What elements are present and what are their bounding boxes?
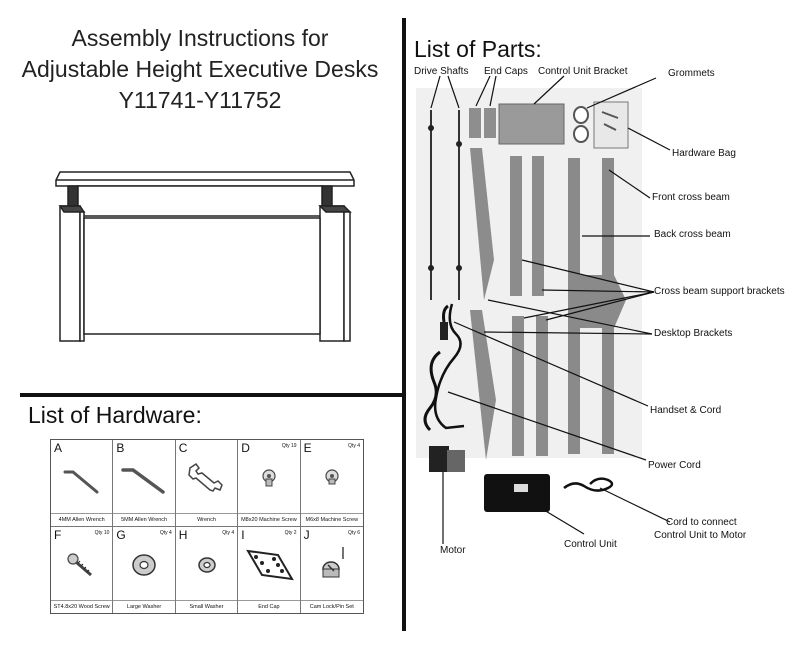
machine-screw-icon (262, 469, 276, 487)
label-power-cord: Power Cord (648, 460, 701, 471)
hardware-name: 4MM Allen Wrench (58, 516, 105, 523)
label-grommets: Grommets (668, 68, 715, 79)
name-rule (51, 512, 113, 514)
name-rule (51, 600, 113, 601)
label-hardware-bag: Hardware Bag (672, 148, 736, 159)
hardware-name: M8x20 Machine Screw (241, 516, 297, 523)
label-back-cross-beam: Back cross beam (654, 229, 731, 240)
name-rule (113, 600, 175, 601)
drive-shaft (430, 110, 460, 300)
label-cross-beam-support-brackets: Cross beam support brackets (654, 286, 785, 297)
label-drive-shafts: Drive Shafts (414, 66, 469, 77)
label-control-unit: Control Unit (564, 539, 617, 550)
wrench-icon (188, 462, 223, 492)
washer-icon (132, 553, 157, 576)
hardware-name: M6x8 Machine Screw (305, 516, 359, 523)
hardware-letter: A (54, 441, 63, 455)
hardware-letter: B (116, 441, 125, 455)
label-end-caps: End Caps (484, 66, 528, 77)
name-rule (175, 512, 238, 514)
title-line-3: Y11741-Y11752 (118, 87, 282, 113)
name-rule (300, 600, 363, 601)
label-cord-connect-line-1: Cord to connect (666, 517, 737, 528)
desk-illustration (55, 171, 355, 342)
hardware-heading: List of Hardware: (28, 402, 202, 428)
hardware-letter: H (178, 527, 188, 542)
parts-illustration (423, 75, 671, 544)
hardware-item-a: A 4MM Allen Wrench (51, 440, 114, 527)
hardware-item-g: G Qty 4 Large Washer (113, 526, 176, 613)
washer-icon (198, 556, 216, 573)
hardware-letter: G (116, 527, 126, 542)
name-rule (175, 600, 238, 601)
hardware-item-b: B 5MM Allen Wrench (113, 440, 176, 527)
hardware-letter: I (241, 527, 245, 542)
title-line-1: Assembly Instructions for (71, 25, 329, 51)
hardware-item-d: D Qty 19 M8x20 Machine Screw (238, 440, 301, 527)
horizontal-divider (20, 393, 402, 397)
hardware-letter: F (54, 527, 62, 542)
end-cap (469, 108, 481, 138)
label-front-cross-beam: Front cross beam (652, 192, 730, 203)
hardware-table: A 4MM Allen Wrench B 5MM Allen Wrench C … (50, 439, 364, 614)
label-handset-cord: Handset & Cord (650, 405, 722, 416)
hardware-letter: C (178, 441, 188, 455)
name-rule (238, 512, 300, 514)
vertical-divider (402, 18, 406, 631)
hardware-item-f: F Qty 10 ST4.8x20 Wood Screw (51, 526, 114, 613)
hardware-qty: Qty 4 (348, 443, 360, 449)
name-rule (238, 600, 300, 601)
hardware-item-j: J Qty 6 Cam Lock/Pin Set (300, 527, 363, 614)
hardware-qty: Qty 4 (222, 529, 235, 536)
parts-heading: List of Parts: (414, 36, 542, 62)
hardware-name: Small Washer (189, 604, 224, 610)
hardware-qty: Qty 2 (284, 529, 297, 536)
cam-lock-icon (321, 546, 344, 577)
hardware-name: 5MM Allen Wrench (121, 516, 168, 523)
name-rule (113, 512, 175, 514)
hardware-name: ST4.8x20 Wood Screw (53, 604, 110, 610)
hardware-name: Wrench (197, 516, 216, 523)
hardware-qty: Qty 6 (348, 529, 360, 536)
hardware-name: End Cap (258, 604, 280, 610)
hardware-item-c: C Wrench (175, 440, 239, 527)
allen-wrench-icon (121, 468, 166, 494)
hardware-qty: Qty 10 (94, 529, 110, 536)
label-cord-connect-line-2: Control Unit to Motor (654, 530, 747, 541)
hardware-letter: J (303, 527, 310, 542)
hardware-name: Large Washer (126, 604, 162, 610)
label-motor: Motor (440, 545, 466, 556)
title-line-2: Adjustable Height Executive Desks (21, 56, 379, 82)
hardware-name: Cam Lock/Pin Set (309, 604, 354, 610)
wood-screw-icon (67, 552, 92, 576)
end-cap-icon (246, 549, 295, 580)
hardware-qty: Qty 4 (159, 529, 172, 536)
machine-screw-icon (324, 469, 339, 485)
hardware-item-e: E Qty 4 M6x8 Machine Screw (300, 440, 363, 527)
hardware-item-h: H Qty 4 Small Washer (175, 526, 239, 613)
label-desktop-brackets: Desktop Brackets (654, 328, 733, 339)
hardware-qty: Qty 19 (281, 443, 297, 449)
hardware-letter: D (241, 441, 250, 455)
name-rule (300, 512, 363, 514)
allen-wrench-icon (63, 470, 99, 494)
hardware-letter: E (303, 441, 312, 455)
hardware-item-i: I Qty 2 End Cap (238, 526, 301, 613)
label-control-unit-bracket: Control Unit Bracket (538, 66, 628, 77)
